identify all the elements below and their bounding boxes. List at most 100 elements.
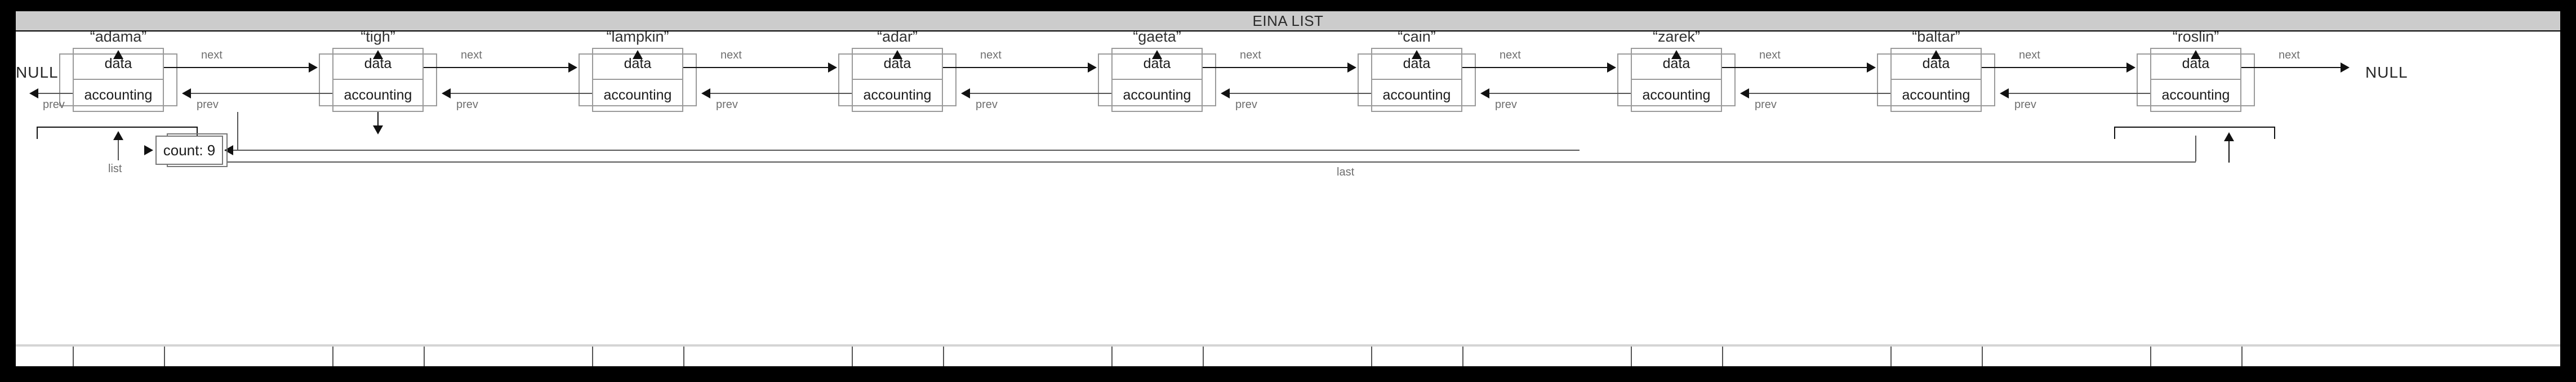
node-accounting-cell: accounting (344, 87, 412, 103)
bottom-tick (2241, 347, 2243, 366)
connector-line (377, 112, 379, 127)
node-accounting-cell: accounting (2161, 87, 2230, 103)
node-value-label: “tigh” (361, 32, 395, 45)
null-left-label: NULL (16, 64, 59, 81)
connector-line (228, 161, 2196, 163)
window-title: EINA LIST (1252, 12, 1324, 29)
connector-line (1203, 67, 1349, 68)
connector-line (1722, 67, 1868, 68)
node-accounting-cell: accounting (1382, 87, 1451, 103)
node-value-arrowhead (892, 50, 902, 59)
node-accounting-cell: accounting (84, 87, 153, 103)
bottom-tick (332, 347, 333, 366)
connector-line (1746, 93, 1890, 94)
next-link-label: next (980, 49, 1002, 61)
count-down-arrowhead (373, 125, 383, 134)
connector-line (424, 67, 570, 68)
next-arrowhead (1088, 62, 1097, 73)
bottom-tick (683, 347, 684, 366)
prev-link-label: prev (1755, 98, 1777, 111)
bottom-tick (1722, 347, 1723, 366)
window-titlebar: EINA LIST (16, 11, 2560, 30)
next-arrowhead (1867, 62, 1876, 73)
next-arrowhead (2126, 62, 2135, 73)
node-value-label: “adama” (90, 32, 147, 45)
bottom-tick (852, 347, 853, 366)
node-value-arrowhead (1931, 50, 1941, 59)
node-accounting-cell: accounting (1642, 87, 1711, 103)
node-accounting-cell: accounting (1123, 87, 1191, 103)
connector-line (967, 93, 1111, 94)
prev-link-label: prev (1235, 98, 1257, 111)
connector-line (188, 93, 332, 94)
bottom-tick (1462, 347, 1463, 366)
bottom-tick (73, 347, 74, 366)
prev-arrowhead (1221, 88, 1230, 98)
node-value-arrowhead (2191, 50, 2201, 59)
last-arrowhead-near (2224, 132, 2234, 141)
connector-line (164, 67, 310, 68)
connector-line (37, 127, 38, 139)
connector-line (943, 67, 1089, 68)
bottom-tick (1111, 347, 1113, 366)
node-value-label: “zarek” (1652, 32, 1700, 45)
connector-line (1462, 67, 1608, 68)
node-accounting-cell: accounting (603, 87, 672, 103)
connector-line (2274, 127, 2275, 139)
prev-arrowhead (961, 88, 970, 98)
node-value-arrowhead (373, 50, 383, 59)
prev-link-label: prev (456, 98, 478, 111)
connector-line (37, 127, 198, 128)
node-accounting-cell: accounting (1902, 87, 1970, 103)
next-link-label: next (201, 49, 223, 61)
null-right-label: NULL (2365, 64, 2408, 81)
bottom-tick (1631, 347, 1632, 366)
bottom-tick (1371, 347, 1372, 366)
next-arrowhead (828, 62, 837, 73)
connector-line (118, 134, 119, 160)
bottom-tick (943, 347, 944, 366)
connector-line (1226, 93, 1371, 94)
node-value-arrowhead (1412, 50, 1422, 59)
connector-line (683, 67, 829, 68)
node-value-label: “baltar” (1912, 32, 1960, 45)
next-link-label: next (1500, 49, 1521, 61)
prev-arrowhead (182, 88, 191, 98)
bottom-tick (164, 347, 165, 366)
bottom-tick (1203, 347, 1204, 366)
prev-link-label: prev (716, 98, 738, 111)
node-value-label: “cain” (1398, 32, 1436, 45)
connector-line (228, 150, 1580, 151)
connector-line (2005, 93, 2150, 94)
prev-arrowhead (1480, 88, 1489, 98)
connector-line (197, 127, 198, 139)
next-link-label: next (2019, 49, 2040, 61)
node-value-label: “roslin” (2172, 32, 2219, 45)
prev-link-label: prev (976, 98, 998, 111)
connector-line (2195, 136, 2196, 161)
connector-line (447, 93, 592, 94)
connector-line (707, 93, 852, 94)
next-link-label: next (1759, 49, 1781, 61)
prev-link-label: prev (1495, 98, 1517, 111)
connector-line (2114, 127, 2275, 128)
next-arrowhead (1607, 62, 1616, 73)
connector-line (36, 93, 73, 94)
bottom-tick (2150, 347, 2151, 366)
prev-arrowhead (29, 88, 38, 98)
prev-link-label: prev (2014, 98, 2036, 111)
connector-line (1982, 67, 2128, 68)
prev-arrowhead (442, 88, 451, 98)
node-value-label: “lampkin” (606, 32, 669, 45)
connector-line (2114, 127, 2115, 139)
node-value-arrowhead (113, 50, 123, 59)
bottom-tick (424, 347, 425, 366)
